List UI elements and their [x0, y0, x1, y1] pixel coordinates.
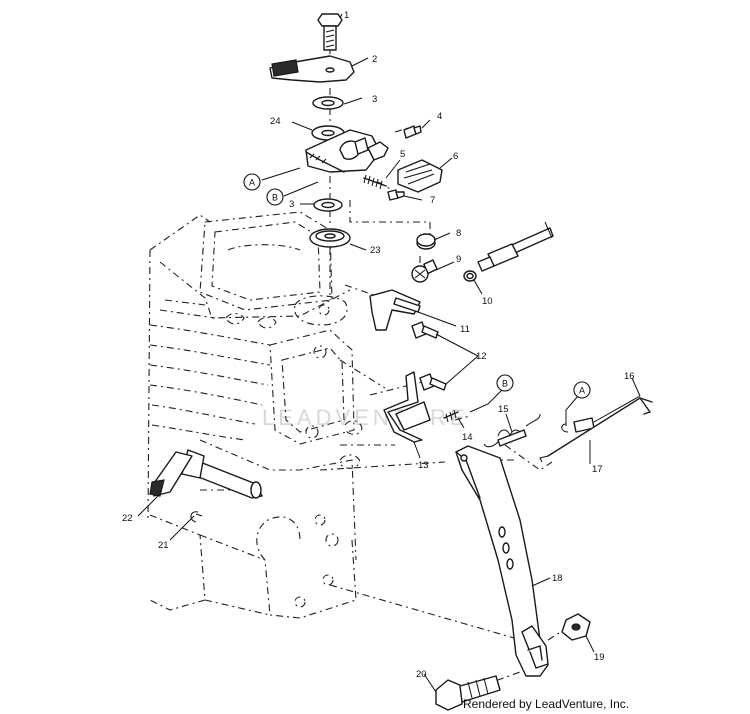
part-19-square-nut	[561, 613, 591, 641]
part-15-return-spring	[483, 413, 541, 448]
callout-13: 13	[418, 460, 429, 471]
callout-17: 17	[592, 464, 603, 475]
part-22-governor-shaft	[149, 449, 263, 499]
callout-14: 14	[462, 432, 473, 443]
part-12-bolt-upper	[411, 321, 439, 339]
part-18-control-lever	[455, 445, 549, 677]
ref-circle-a-left	[243, 173, 261, 191]
part-14-spring	[443, 409, 459, 423]
part-23-governor-washer	[309, 228, 351, 248]
callout-23: 23	[370, 245, 381, 256]
callout-11: 11	[460, 324, 470, 335]
ref-circle-a-right	[573, 381, 591, 399]
part-10-cable-clip	[463, 270, 477, 282]
callout-3-lower: 3	[289, 199, 294, 210]
callout-19: 19	[594, 652, 605, 663]
part-17-link-rod	[539, 397, 653, 463]
ref-label-b-left: B	[272, 193, 278, 203]
part-21-e-clip	[190, 511, 203, 523]
callout-21: 21	[158, 540, 169, 551]
callout-3-upper: 3	[372, 94, 377, 105]
callout-10: 10	[482, 296, 493, 307]
part-12-bolt-lower	[419, 373, 447, 391]
callout-12: 12	[476, 351, 487, 362]
part-7-screw	[387, 189, 405, 201]
callout-22: 22	[122, 513, 133, 524]
callout-16: 16	[624, 371, 635, 382]
callout-15: 15	[498, 404, 509, 415]
render-credit: Rendered by LeadVenture, Inc.	[463, 697, 630, 711]
ref-label-a-left: A	[249, 178, 255, 188]
part-5-spring	[363, 174, 387, 190]
callout-9: 9	[456, 254, 461, 265]
part-13-control-bracket	[383, 371, 431, 443]
throttle-cable	[477, 221, 554, 272]
callout-5: 5	[400, 149, 405, 160]
ref-circle-b-right	[496, 374, 514, 392]
callout-1: 1	[344, 10, 349, 21]
part-4-screw	[403, 125, 422, 139]
engine-block-phantom	[147, 211, 363, 619]
ref-label-a-right: A	[579, 386, 585, 396]
ref-label-b-right: B	[502, 379, 508, 389]
part-3-washer-lower	[313, 198, 343, 212]
callout-labels: 1 2 3 4 24 5 6 7 3 23 8 9 10 11 12 13 14…	[122, 10, 635, 680]
callout-7: 7	[430, 195, 435, 206]
part-1-flange-bolt	[317, 13, 343, 51]
callout-20: 20	[416, 669, 427, 680]
callout-4: 4	[437, 111, 442, 122]
part-11-cable-bracket	[369, 289, 421, 331]
part-24-governor-lever	[305, 125, 389, 173]
part-9-screw	[411, 259, 438, 283]
callout-2: 2	[372, 54, 377, 65]
part-20-hex-bolt	[435, 675, 501, 711]
part-3-washer-upper	[312, 96, 344, 110]
part-2-governor-plate	[269, 55, 355, 83]
watermark: LEADVENTURE	[262, 405, 469, 430]
part-8-nut	[416, 233, 436, 250]
part-6-bracket-block	[397, 159, 443, 193]
callout-leaders	[137, 13, 641, 693]
callout-6: 6	[453, 151, 458, 162]
callout-18: 18	[552, 573, 563, 584]
callout-24: 24	[270, 116, 281, 127]
callout-8: 8	[456, 228, 461, 239]
reference-markers: A B B A	[243, 173, 591, 399]
ref-circle-b-left	[266, 188, 284, 206]
